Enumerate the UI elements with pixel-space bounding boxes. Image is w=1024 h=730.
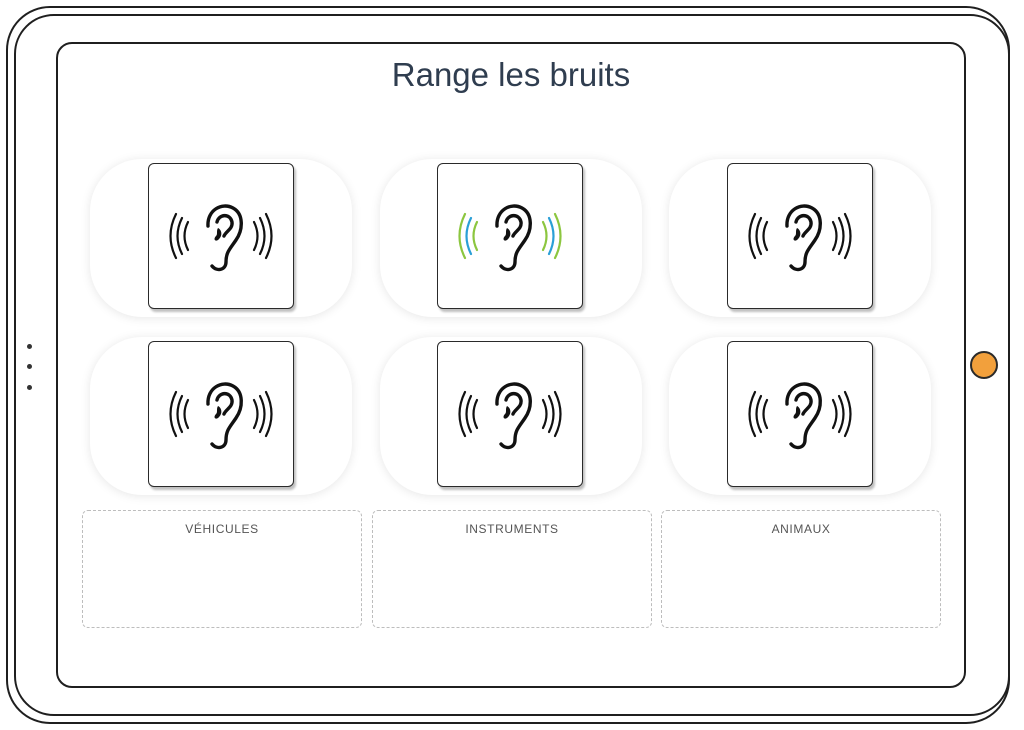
sound-card-3[interactable] — [727, 163, 873, 309]
side-dot-1 — [27, 344, 32, 349]
ear-sound-icon — [169, 204, 273, 272]
dropzone-label: ANIMAUX — [771, 522, 831, 536]
ear-sound-icon — [458, 382, 562, 450]
ear-sound-icon — [748, 382, 852, 450]
side-dot-2 — [27, 364, 32, 369]
page-title: Range les bruits — [391, 56, 631, 93]
dropzone-label: VÉHICULES — [185, 522, 259, 536]
tablet-bezel — [14, 14, 1010, 716]
sound-card-5[interactable] — [437, 341, 583, 487]
dropzone-vehicules[interactable]: VÉHICULES — [82, 510, 362, 628]
sound-card-1[interactable] — [148, 163, 294, 309]
sound-card-6[interactable] — [727, 341, 873, 487]
dropzone-label: INSTRUMENTS — [465, 522, 559, 536]
ear-sound-icon — [169, 382, 273, 450]
dropzone-animaux[interactable]: ANIMAUX — [661, 510, 941, 628]
ear-sound-icon — [748, 204, 852, 272]
home-button[interactable] — [970, 351, 998, 379]
side-dot-3 — [27, 385, 32, 390]
ear-sound-icon — [458, 204, 562, 272]
sound-card-4[interactable] — [148, 341, 294, 487]
dropzone-instruments[interactable]: INSTRUMENTS — [372, 510, 652, 628]
sound-card-2[interactable] — [437, 163, 583, 309]
